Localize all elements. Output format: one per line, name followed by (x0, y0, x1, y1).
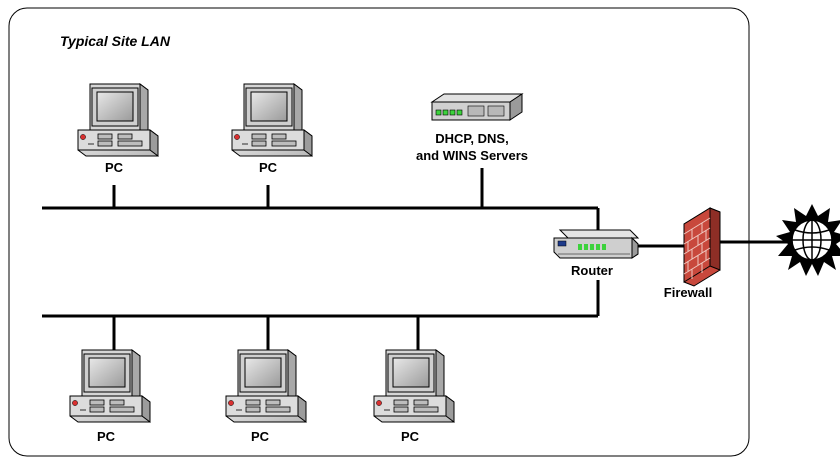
router (553, 229, 640, 259)
lan-boundary (8, 7, 750, 457)
internet (776, 204, 840, 276)
desktop-computer-icon (77, 83, 159, 157)
pc-5-label: PC (401, 429, 420, 444)
servers-label-line1: DHCP, DNS, (435, 131, 508, 146)
desktop-computer-icon (231, 83, 313, 157)
pc-3-label: PC (97, 429, 116, 444)
pc-3 (69, 349, 151, 423)
servers-label-line2: and WINS Servers (416, 148, 528, 163)
router-label: Router (571, 263, 613, 278)
brick-firewall-icon (683, 207, 721, 287)
network-links (42, 168, 790, 350)
diagram-title: Typical Site LAN (60, 33, 171, 49)
pc-4 (225, 349, 307, 423)
servers (430, 93, 524, 121)
pc-1 (77, 83, 159, 157)
pc-2 (231, 83, 313, 157)
desktop-computer-icon (373, 349, 455, 423)
desktop-computer-icon (225, 349, 307, 423)
pc-4-label: PC (251, 429, 270, 444)
pc-1-label: PC (105, 160, 124, 175)
desktop-computer-icon (69, 349, 151, 423)
firewall-label: Firewall (664, 285, 712, 300)
globe-internet-icon (776, 204, 840, 276)
firewall (683, 207, 721, 287)
router-icon (553, 229, 640, 259)
pc-5 (373, 349, 455, 423)
pc-2-label: PC (259, 160, 278, 175)
server-rack-icon (430, 93, 524, 121)
